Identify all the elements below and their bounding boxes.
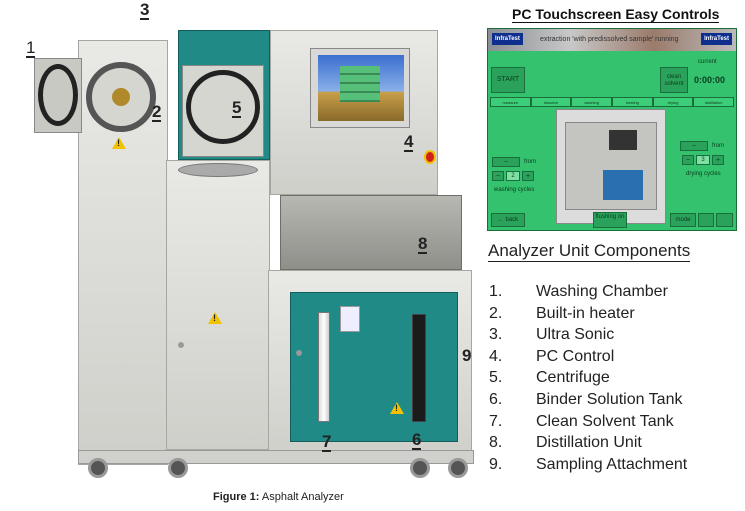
callout-4: 4: [404, 132, 414, 152]
caster-wheel: [88, 458, 108, 478]
drying-cycles-value: 3: [696, 155, 710, 165]
washing-minus-button[interactable]: −: [492, 157, 520, 167]
washing-cycles-label: washing cycles: [494, 187, 535, 193]
washing-decrement[interactable]: −: [492, 171, 504, 181]
callout-9: 9: [462, 346, 472, 365]
tab-washing[interactable]: washing: [571, 97, 613, 107]
settings-button[interactable]: [698, 213, 714, 227]
logo-left: InfraTest: [492, 33, 523, 45]
callout-1: 1: [26, 38, 36, 58]
status-text: extraction 'with predissolved sample' ru…: [540, 36, 679, 43]
item-label: Binder Solution Tank: [536, 390, 683, 408]
washing-increment[interactable]: +: [522, 171, 534, 181]
back-button[interactable]: ← back: [491, 213, 525, 227]
centrifuge-drum: [178, 163, 258, 177]
exit-button[interactable]: [716, 213, 733, 227]
binder-solution-gauge: [412, 314, 426, 422]
legend-title: Analyzer Unit Components: [488, 241, 691, 262]
tank-panel: [290, 292, 458, 442]
thumb-tank: [603, 170, 643, 200]
door-knob: [178, 342, 184, 348]
asphalt-analyzer-photo: 1 2 3 4 5 6 7 8 9: [0, 0, 480, 490]
clean-solvent-gauge: [318, 312, 330, 422]
callout-3: 3: [140, 0, 150, 20]
item-label: Centrifuge: [536, 369, 610, 387]
figure-title: Asphalt Analyzer: [261, 491, 344, 503]
washing-cycles-value: 2: [506, 171, 520, 181]
flushing-button[interactable]: flushing on: [593, 212, 627, 228]
thumb-screen: [609, 130, 637, 150]
info-label: [340, 306, 360, 332]
figure-caption: Figure 1: Asphalt Analyzer: [213, 491, 344, 503]
distillation-unit: [280, 195, 462, 270]
warning-icon: [112, 137, 126, 149]
warning-icon: [208, 312, 222, 324]
callout-2: 2: [152, 102, 162, 122]
start-button[interactable]: START: [491, 67, 525, 93]
touchscreen-header-bar: InfraTest extraction 'with predissolved …: [488, 29, 736, 51]
item-label: Ultra Sonic: [536, 326, 615, 344]
item-number: 8.: [489, 434, 503, 452]
item-number: 5.: [489, 369, 503, 387]
item-number: 3.: [489, 326, 503, 344]
centrifuge-cabinet: [166, 160, 270, 450]
item-label: PC Control: [536, 347, 615, 365]
drying-increment[interactable]: +: [712, 155, 724, 165]
item-number: 4.: [489, 347, 503, 365]
panel-knob: [296, 350, 302, 356]
drying-minus-button[interactable]: −: [680, 141, 708, 151]
drying-decrement[interactable]: −: [682, 155, 694, 165]
timer-display: 0:00:00: [694, 75, 726, 85]
timer-label: current: [698, 59, 717, 65]
washing-chamber-seal: [38, 64, 78, 126]
clean-solvent-button[interactable]: clean solvent: [660, 67, 688, 93]
tab-drying[interactable]: drying: [652, 97, 694, 107]
machine-thumbnail: [556, 109, 666, 224]
item-number: 2.: [489, 304, 503, 322]
item-number: 9.: [489, 455, 503, 473]
caster-wheel: [410, 458, 430, 478]
item-label: Washing Chamber: [536, 283, 668, 300]
touchscreen-heading: PC Touchscreen Easy Controls: [512, 6, 720, 23]
heater-center: [112, 88, 130, 106]
drying-cycles-label: drying cycles: [686, 171, 721, 177]
tab-bar: measure dissolve washing heating drying …: [490, 97, 735, 107]
item-label: Sampling Attachment: [536, 455, 688, 473]
item-label: Distillation Unit: [536, 434, 642, 452]
touchscreen-panel: InfraTest extraction 'with predissolved …: [487, 28, 737, 231]
callout-5: 5: [232, 98, 242, 118]
item-label: Clean Solvent Tank: [536, 412, 674, 430]
centrifuge-seal: [186, 70, 260, 144]
pc-monitor-buttons: [340, 66, 380, 102]
figure-number: Figure 1:: [213, 491, 260, 503]
item-number: 1.: [489, 283, 503, 300]
callout-8: 8: [418, 234, 428, 254]
logo-right: InfraTest: [701, 33, 732, 45]
warning-icon: [390, 402, 404, 414]
caster-wheel: [448, 458, 468, 478]
item-label: Built-in heater: [536, 304, 635, 322]
drying-from-label: from: [712, 143, 724, 149]
item-number: 6.: [489, 390, 503, 408]
callout-7: 7: [322, 432, 332, 452]
tab-dissolve[interactable]: dissolve: [530, 97, 572, 107]
tab-distillation[interactable]: distillation: [693, 97, 735, 107]
mode-button[interactable]: mode: [670, 213, 696, 227]
callout-6: 6: [412, 430, 422, 450]
tab-measure[interactable]: measure: [490, 97, 531, 107]
caster-wheel: [168, 458, 188, 478]
tab-heating[interactable]: heating: [612, 97, 653, 107]
emergency-stop-button: [424, 150, 436, 164]
washing-from-label: from: [524, 159, 536, 165]
item-number: 7.: [489, 412, 503, 430]
